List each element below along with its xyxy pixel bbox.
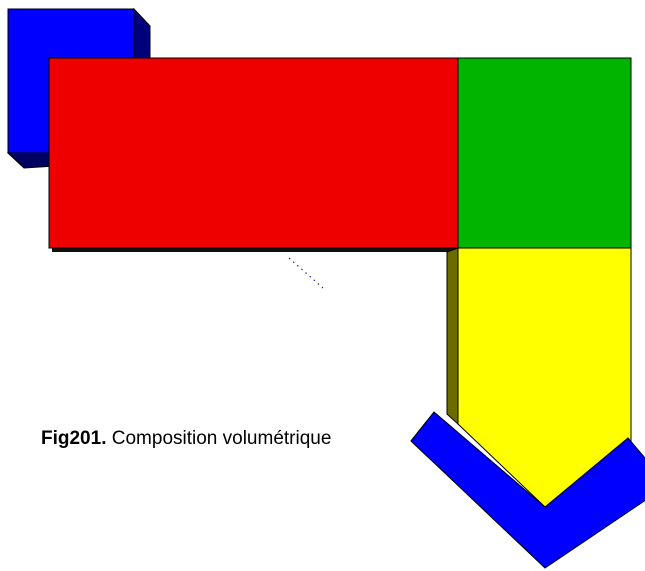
yellow-prism-side	[446, 247, 459, 426]
red-block	[48, 57, 459, 249]
dotted-line	[288, 257, 324, 289]
red-block-shadow	[52, 247, 458, 252]
figure-caption-label: Fig201.	[41, 428, 107, 449]
figure-caption-text: Composition volumétrique	[106, 428, 332, 449]
figure-caption: Fig201. Composition volumétrique	[41, 428, 331, 450]
green-block	[457, 57, 632, 249]
